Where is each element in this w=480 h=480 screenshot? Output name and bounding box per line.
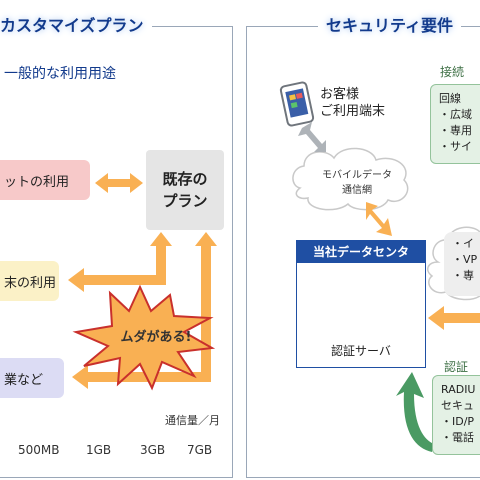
cloud-label: モバイルデータ 通信網: [322, 170, 392, 196]
auth-label: 認証: [444, 360, 469, 374]
right-section-title: セキュリティ要件: [318, 10, 462, 42]
existing-plan-box: 既存の プラン: [146, 150, 224, 230]
carrier-item-1: ・イ: [452, 237, 474, 250]
arrow-usage3-plan: [72, 232, 217, 389]
arrow-device-cloud: [298, 122, 326, 152]
connect-box: 回線 ・広域 ・専用 ・サイ: [430, 84, 480, 164]
radius-item-2: ・電話: [441, 431, 474, 444]
connect-item-3: ・サイ: [439, 140, 472, 153]
connect-item-1: ・広域: [439, 108, 472, 121]
arrow-cloud-datacenter: [366, 202, 392, 236]
waste-starburst: [72, 284, 216, 391]
radius-item-1: ・ID/P: [441, 415, 475, 428]
carrier-box: ・イ ・VP ・専: [444, 232, 480, 296]
carrier-item-3: ・専: [452, 269, 474, 282]
tick-7gb: 7GB: [187, 443, 213, 457]
datacenter-title: 当社データセンタ: [297, 241, 425, 263]
waste-label: ムダがある!: [120, 330, 192, 345]
usage-box-1: ットの利用: [0, 160, 90, 200]
usage-box-2: 末の利用: [0, 261, 59, 301]
left-section-title: カスタマイズプラン: [0, 10, 152, 42]
usage-subtitle: 一般的な利用用途: [4, 66, 116, 82]
arrow-datacenter-carrier: [428, 306, 480, 330]
connect-item-2: ・専用: [439, 124, 472, 137]
auth-server-label: 認証サーバ: [331, 344, 391, 358]
radius-subtitle: セキュ: [441, 399, 474, 412]
usage-label-2: 末の利用: [4, 275, 57, 291]
usage-label-1: ットの利用: [4, 174, 70, 190]
connect-box-title: 回線: [439, 92, 461, 105]
radius-title: RADIU: [441, 383, 476, 396]
connect-label: 接続: [440, 65, 465, 79]
axis-label: 通信量／月: [165, 414, 220, 427]
left-panel: [0, 26, 233, 478]
tick-1gb: 1GB: [86, 443, 112, 457]
smartphone-icon: [279, 81, 315, 127]
radius-box: RADIU セキュ ・ID/P ・電話: [432, 375, 480, 455]
arrow-usage2-plan: [68, 232, 172, 292]
arrow-auth-radius: [396, 372, 434, 452]
arrow-usage1-plan: [95, 173, 143, 193]
device-label: お客様 ご利用端末: [320, 87, 386, 119]
datacenter-box: 当社データセンタ 認証サーバ: [296, 240, 426, 368]
usage-label-3: 業など: [4, 372, 44, 388]
mobile-network-cloud: [292, 147, 409, 211]
carrier-item-2: ・VP: [452, 253, 478, 266]
usage-box-3: 業など: [0, 358, 64, 398]
tick-3gb: 3GB: [140, 443, 166, 457]
tick-500mb: 500MB: [18, 443, 60, 457]
